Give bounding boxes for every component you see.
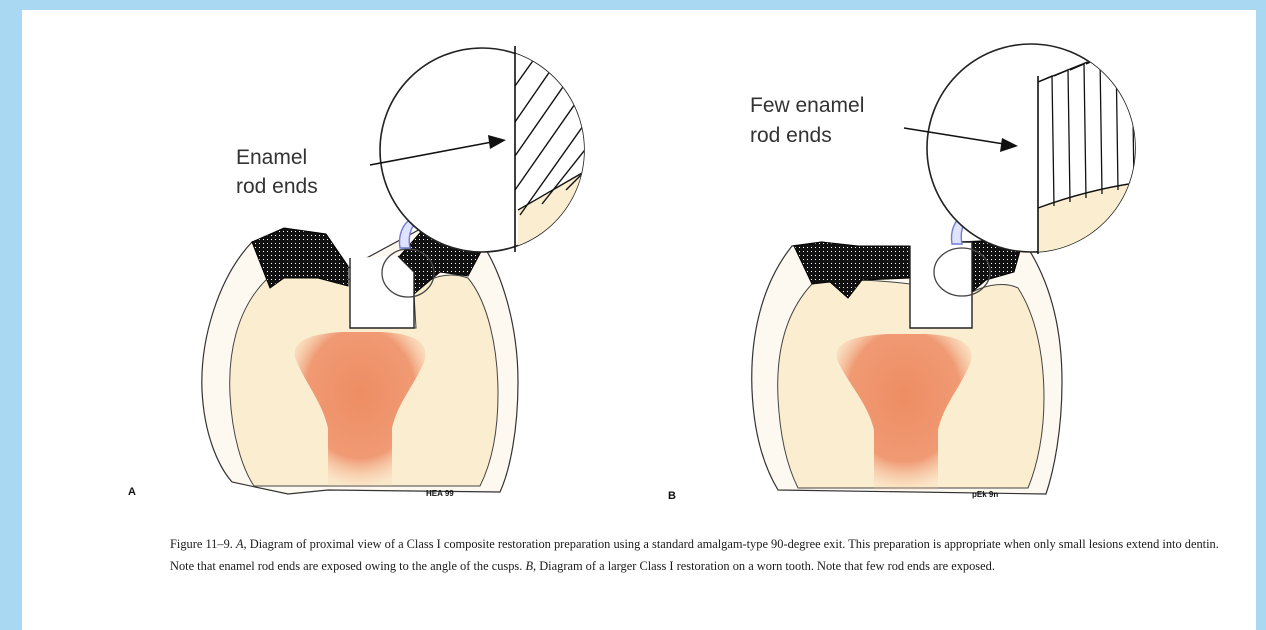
- callout-b-line2: rod ends: [750, 124, 832, 147]
- caption-prefix: Figure 11–9.: [170, 537, 233, 551]
- callout-b-line1: Few enamel: [750, 94, 864, 117]
- magnifier-a: [380, 46, 634, 260]
- tooth-b-cavity-prep: [910, 242, 972, 328]
- corner-code-b: pEk 9n: [972, 490, 998, 499]
- panel-letter-a: A: [128, 486, 136, 498]
- slide: Enamel rod ends A HEA 99: [22, 10, 1256, 630]
- callout-a-line1: Enamel: [236, 146, 307, 169]
- diagram-a: Enamel rod ends A HEA 99: [128, 46, 634, 498]
- figure-caption: Figure 11–9. A, Diagram of proximal view…: [170, 533, 1230, 577]
- caption-label-a: A,: [236, 537, 247, 551]
- corner-code-a: HEA 99: [426, 489, 454, 498]
- figure-illustration: Enamel rod ends A HEA 99: [22, 10, 1256, 530]
- callout-a-line2: rod ends: [236, 175, 318, 198]
- caption-text-b: Diagram of a larger Class I restoration …: [539, 559, 995, 573]
- panel-letter-b: B: [668, 490, 676, 502]
- caption-label-b: B,: [525, 559, 536, 573]
- diagram-b: Few enamel rod ends B pEk 9n: [668, 40, 1142, 502]
- tooth-a-cavity-prep: [350, 256, 414, 328]
